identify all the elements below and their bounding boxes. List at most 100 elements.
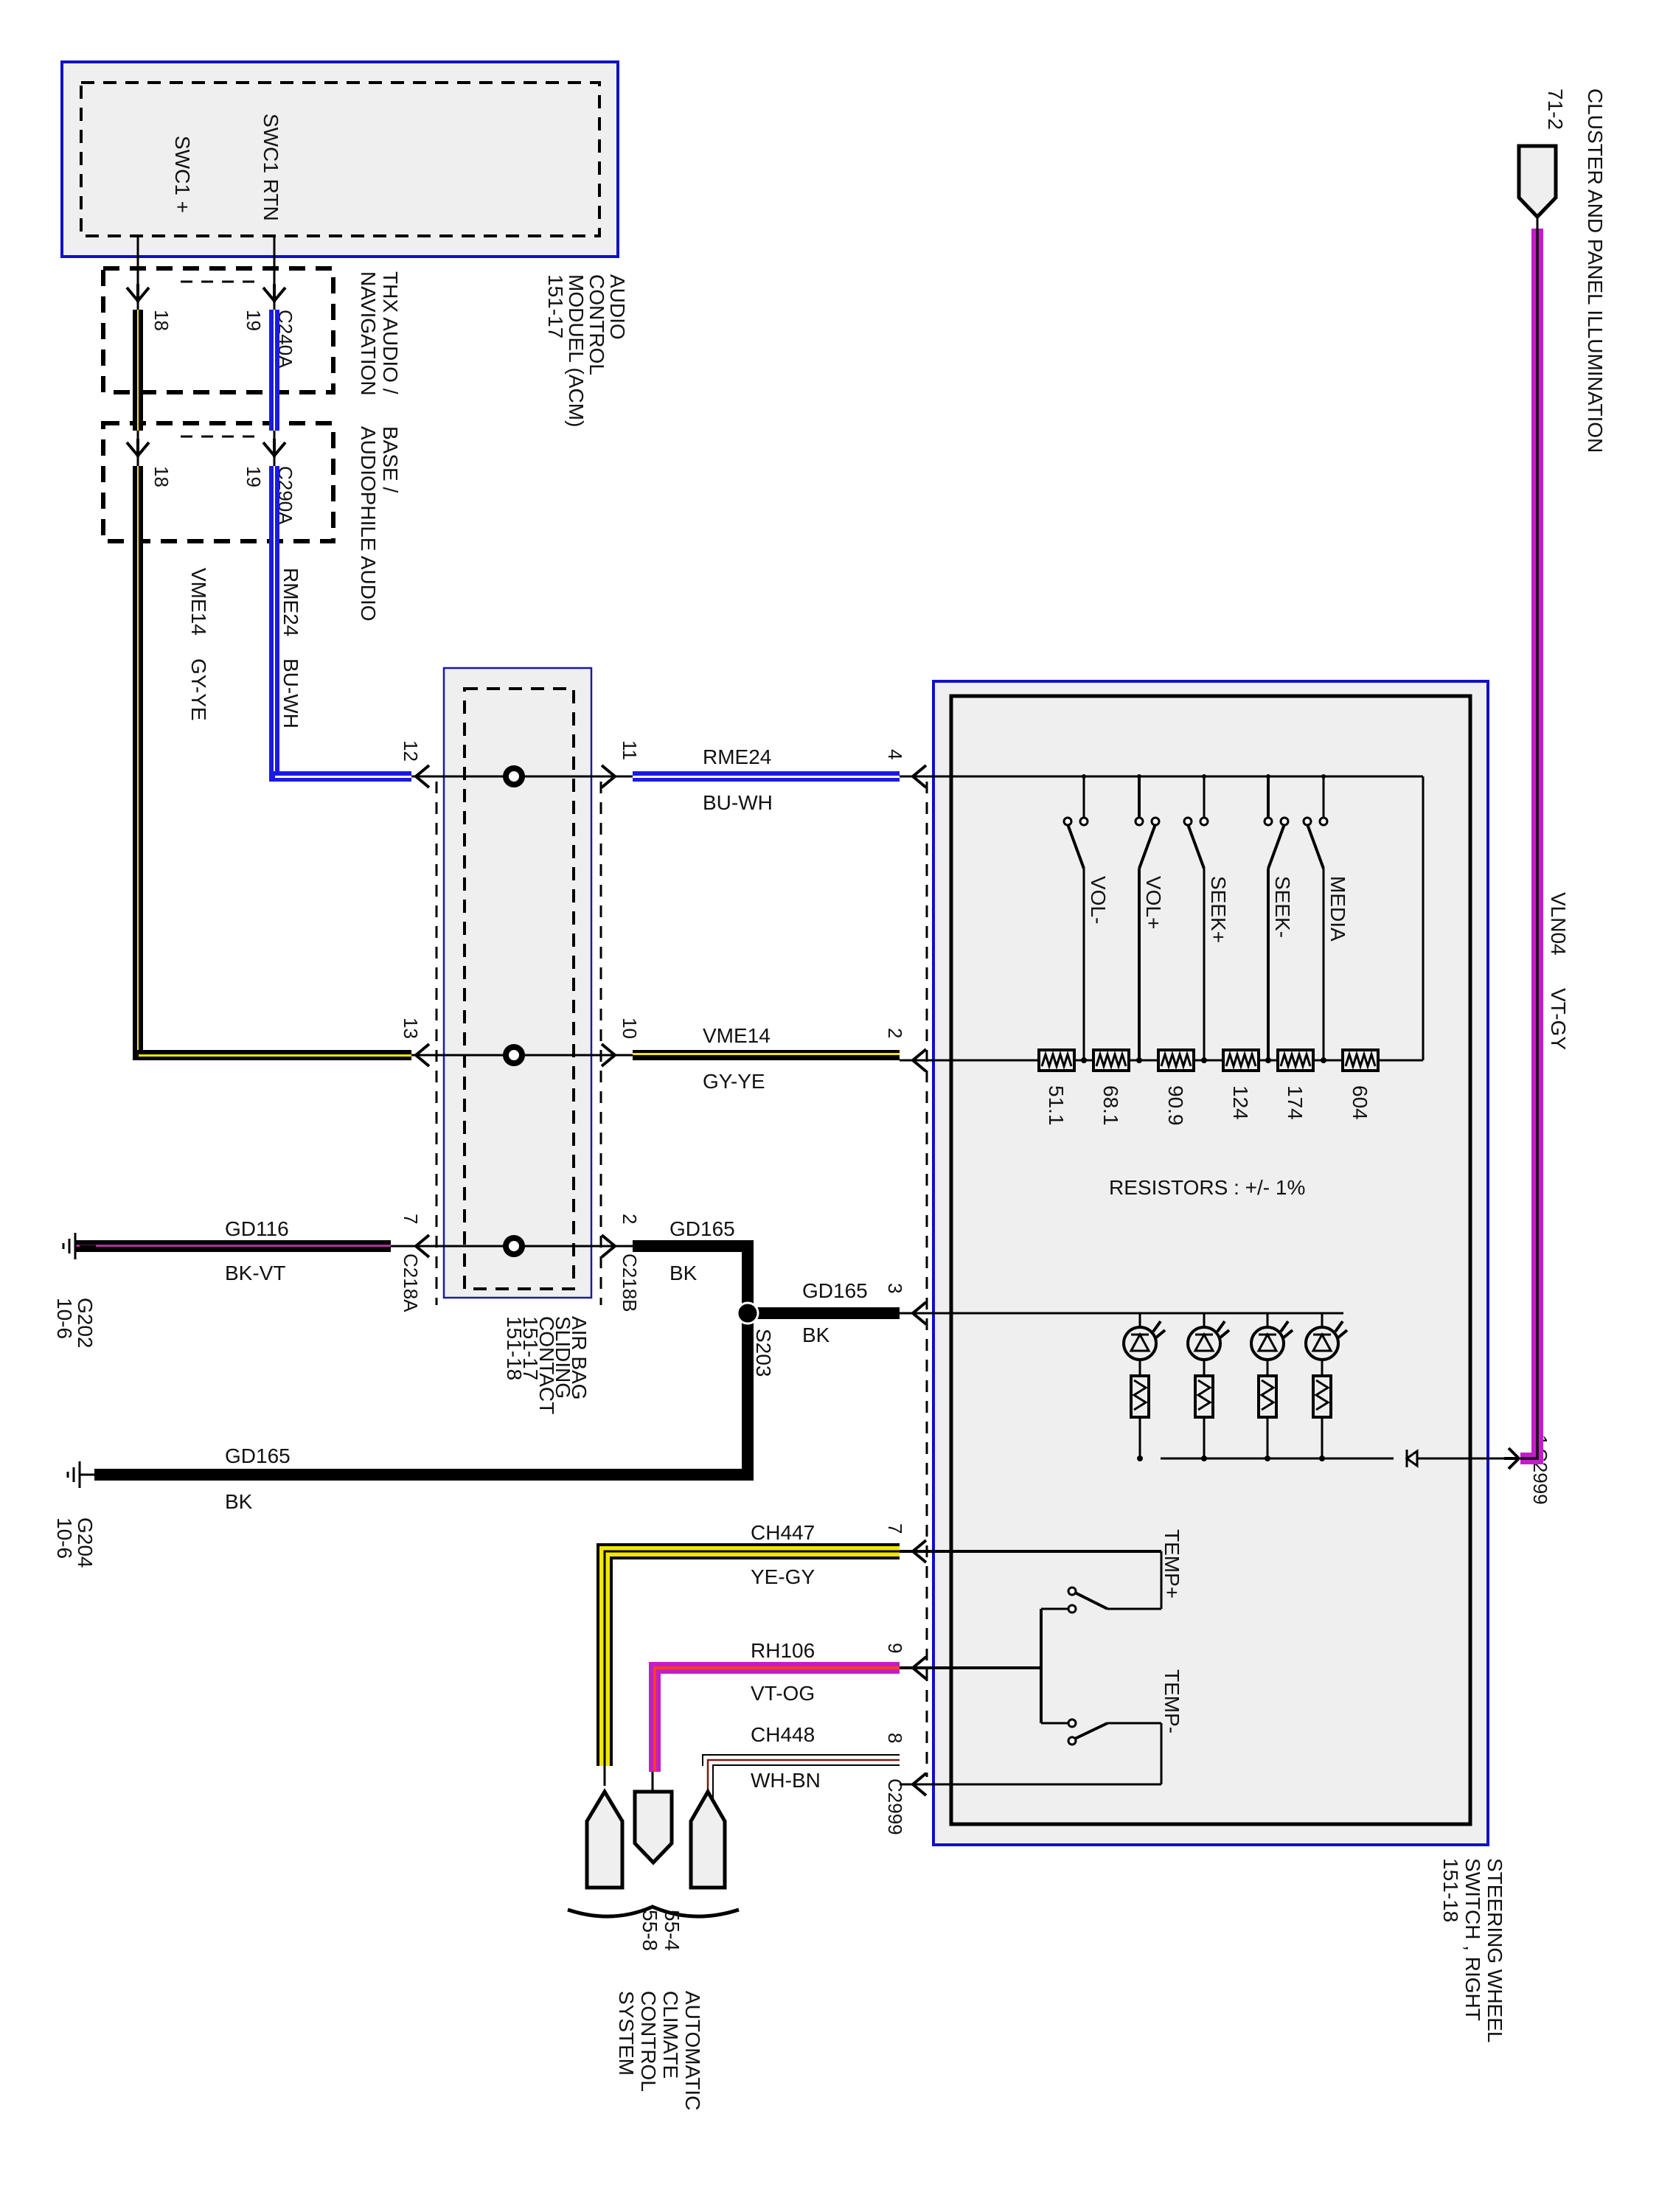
wire-rme24: RME24 BU-WH 4 bbox=[633, 745, 906, 814]
switch-contact-icon bbox=[1067, 1586, 1077, 1596]
connector-label-c218a: C218A bbox=[400, 1253, 422, 1312]
switch-inner-panel bbox=[949, 694, 1472, 1826]
connector-arrow-icon bbox=[413, 1043, 431, 1068]
wire-color: BK bbox=[225, 1490, 253, 1513]
led-icon bbox=[1186, 1326, 1222, 1361]
contact-terminal-icon bbox=[503, 1044, 525, 1066]
resistor-value: 90.9 bbox=[1164, 1085, 1187, 1126]
resistor: 68.1 bbox=[1092, 1048, 1130, 1126]
switch-contact-icon bbox=[1079, 816, 1089, 827]
resistor-icon bbox=[1312, 1374, 1332, 1419]
switch-title-line: SWITCH , RIGHT bbox=[1461, 1858, 1484, 2021]
led bbox=[1250, 1313, 1294, 1461]
switch-contact-icon bbox=[1318, 816, 1329, 827]
ground-ref: 10-6 bbox=[53, 1298, 76, 1339]
resistor: 51.1 bbox=[1037, 1048, 1076, 1126]
pin-label: 7 bbox=[884, 1523, 906, 1534]
airbag-title-line: 151-17 bbox=[519, 1316, 542, 1380]
wire-label: CH448 bbox=[751, 1723, 815, 1746]
ground-id: G204 bbox=[74, 1517, 97, 1568]
resistor-value: 604 bbox=[1349, 1085, 1371, 1120]
pin-label: 9 bbox=[884, 1643, 906, 1653]
connector-group-thx: 18 19 C240A THX AUDIO / NAVIGATION bbox=[101, 266, 402, 396]
resistor: 124 bbox=[1222, 1048, 1260, 1120]
acm-pin-swc1-plus: SWC1 + bbox=[171, 136, 194, 213]
resistor: 90.9 bbox=[1157, 1048, 1195, 1126]
connector-arrow-icon bbox=[910, 1301, 928, 1326]
connector-arrow-icon bbox=[910, 1655, 928, 1680]
wire-label: GD165 bbox=[802, 1279, 868, 1302]
airbag-title-line: 151-18 bbox=[503, 1316, 526, 1380]
connector-arrow-icon bbox=[910, 1539, 928, 1564]
climate-title-line: CONTROL bbox=[637, 1991, 660, 2092]
airbag-title-line: SLIDING bbox=[552, 1316, 574, 1399]
ground-ref: 10-6 bbox=[53, 1517, 76, 1559]
resistor-tolerance-note: RESISTORS : +/- 1% bbox=[1109, 1176, 1305, 1199]
switch-contact-icon bbox=[1067, 1718, 1077, 1728]
button-switches: VOL-VOL+SEEK+SEEK-MEDIA bbox=[1062, 774, 1349, 1063]
connector-arrow-icon bbox=[910, 764, 928, 789]
wire-rme24-vertical bbox=[269, 310, 411, 782]
wire-vme14-vertical bbox=[133, 310, 411, 1060]
climate-ref: 55-8 bbox=[639, 1910, 661, 1951]
wire-gd165-pin3: GD165 BK 3 bbox=[748, 1279, 906, 1346]
contact-terminal-icon bbox=[503, 1235, 525, 1257]
wire-color: BK-VT bbox=[225, 1262, 285, 1284]
pin-label: 2 bbox=[619, 1214, 641, 1224]
switch-contact-icon bbox=[1263, 816, 1273, 827]
airbag-title-line: AIR BAG bbox=[568, 1316, 591, 1400]
acm-title-line: AUDIO bbox=[606, 274, 629, 340]
wire-gd165-c218b: GD165 BK bbox=[94, 1217, 754, 1481]
pin-label: 8 bbox=[884, 1733, 906, 1743]
temp-plus-switch-arm bbox=[1074, 1591, 1108, 1610]
base-dash-box bbox=[101, 421, 335, 543]
airbag-title: AIR BAG SLIDING CONTACT 151-17 151-18 bbox=[503, 1316, 591, 1414]
base-label-line: AUDIOPHILE AUDIO bbox=[357, 426, 380, 622]
thx-label-line: THX AUDIO / bbox=[379, 271, 402, 394]
pin-label: 2 bbox=[884, 1028, 906, 1038]
connector-arrow-icon bbox=[413, 764, 431, 789]
resistor-value: 174 bbox=[1284, 1085, 1307, 1120]
button-switch-volminus: VOL- bbox=[1062, 774, 1110, 1063]
pin-label: 4 bbox=[884, 749, 906, 759]
led-icon bbox=[1304, 1326, 1340, 1361]
climate-connector-icon bbox=[585, 1788, 625, 1890]
contact-terminal-icon bbox=[503, 765, 525, 787]
pin-label: 13 bbox=[400, 1018, 422, 1039]
climate-title-line: SYSTEM bbox=[615, 1991, 638, 2076]
led-icon bbox=[1250, 1326, 1285, 1361]
switch-arm bbox=[1138, 824, 1157, 869]
airbag-box bbox=[442, 667, 593, 1299]
climate-brace bbox=[567, 1905, 740, 1919]
connector-label-c218b: C218B bbox=[619, 1253, 641, 1312]
base-label: BASE / AUDIOPHILE AUDIO bbox=[357, 426, 402, 622]
wire-rh106: RH106 VT-OG 9 bbox=[649, 1639, 906, 1772]
resistor-ladder: 51.1 68.1 90.9 124 174 604 bbox=[900, 1048, 1423, 1126]
led bbox=[1304, 1313, 1349, 1461]
pin-label: 18 bbox=[150, 466, 173, 487]
temp-switches: TEMP+ TEMP- bbox=[1040, 1529, 1183, 1784]
led-icon bbox=[1122, 1326, 1158, 1361]
wire-color: BU-WH bbox=[703, 791, 773, 814]
connector-arrow-icon bbox=[262, 284, 287, 304]
wire-color-bu-wh: BU-WH bbox=[279, 658, 302, 728]
wire-color-gy-ye: GY-YE bbox=[187, 658, 210, 721]
base-label-line: BASE / bbox=[379, 426, 402, 493]
cluster-connector-icon bbox=[1517, 144, 1558, 220]
wire-label: GD165 bbox=[669, 1217, 735, 1240]
resistor: 604 bbox=[1341, 1048, 1380, 1120]
switch-contact-icon bbox=[1279, 816, 1290, 827]
switch-contact-icon bbox=[1183, 816, 1193, 827]
button-label: VOL- bbox=[1087, 876, 1110, 924]
switch-contact-icon bbox=[1067, 1736, 1077, 1746]
temp-minus-switch-arm bbox=[1074, 1722, 1108, 1740]
splice-label-s203: S203 bbox=[752, 1329, 775, 1377]
switch-contact-icon bbox=[1302, 816, 1312, 827]
wire-color: VT-OG bbox=[751, 1682, 815, 1705]
wire-label-vln04: VLN04 bbox=[1547, 892, 1570, 956]
ground-g202: G202 10-6 bbox=[53, 1233, 97, 1349]
switch-contact-icon bbox=[1067, 1604, 1077, 1614]
wire-color: BK bbox=[669, 1262, 698, 1284]
button-label: VOL+ bbox=[1142, 876, 1165, 929]
